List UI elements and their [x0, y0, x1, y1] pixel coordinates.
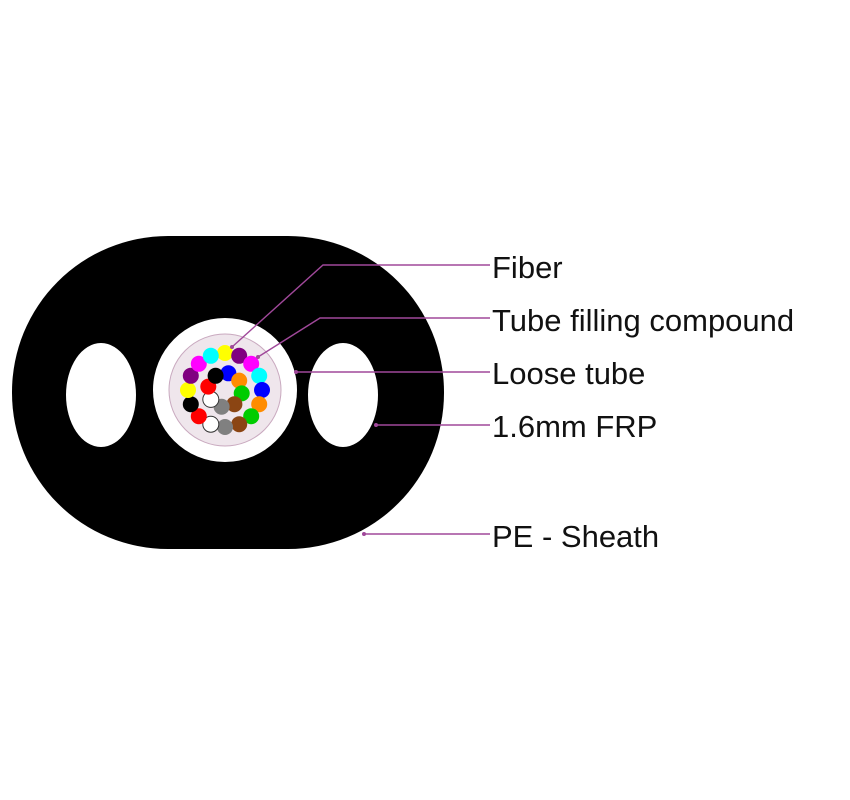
label-loose-tube: Loose tube	[492, 356, 645, 391]
fiber	[231, 416, 248, 433]
fiber	[243, 355, 260, 372]
fiber	[217, 419, 233, 435]
fiber	[180, 382, 196, 398]
fiber	[251, 367, 268, 384]
fiber	[202, 347, 219, 364]
leader-dot-sheath	[362, 532, 366, 536]
label-frp: 1.6mm FRP	[492, 409, 657, 444]
fiber	[217, 345, 233, 361]
fiber	[190, 408, 207, 425]
fiber	[207, 367, 224, 384]
label-fiber: Fiber	[492, 250, 563, 285]
fiber	[182, 396, 199, 413]
fiber	[251, 396, 268, 413]
leader-dot-frp	[374, 423, 378, 427]
fiber	[254, 382, 270, 398]
fiber	[182, 367, 199, 384]
leader-line-filling	[257, 317, 490, 358]
fiber	[190, 355, 207, 372]
fiber-bundle	[180, 345, 270, 435]
leader-dot-loose-tube	[294, 370, 298, 374]
leader-lines	[231, 264, 490, 535]
leader-line-fiber	[231, 264, 490, 348]
label-pe-sheath: PE - Sheath	[492, 519, 659, 554]
leader-dot-filling	[256, 355, 260, 359]
frp-right	[308, 343, 378, 447]
leader-dot-fiber	[230, 345, 234, 349]
leader-dots	[230, 345, 378, 536]
frp-left	[66, 343, 136, 447]
fiber	[202, 415, 220, 433]
label-tube-filling-compound: Tube filling compound	[492, 303, 794, 338]
fiber	[243, 408, 260, 425]
fiber	[226, 396, 243, 413]
fiber	[231, 347, 248, 364]
fiber	[231, 372, 248, 389]
